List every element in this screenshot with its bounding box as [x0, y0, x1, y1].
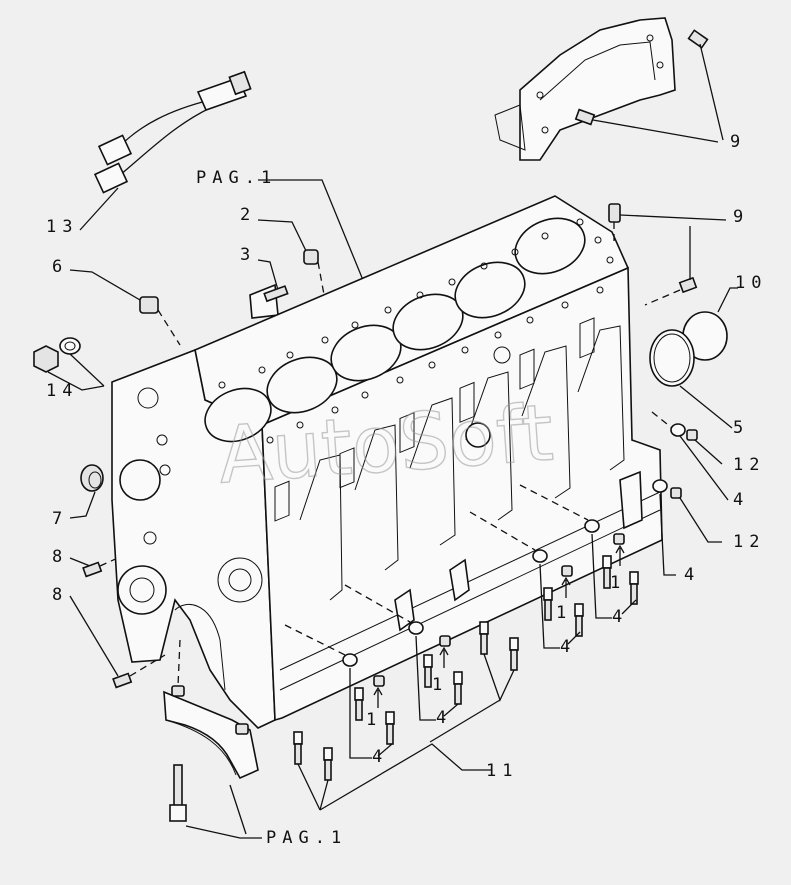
callout-4-right: 4	[733, 490, 749, 510]
plug-and-washer-14	[33, 337, 81, 373]
callout-1-d: 1	[610, 573, 626, 593]
plug-9-upper	[574, 29, 709, 126]
cap-bolt	[169, 764, 187, 822]
callout-9-upper: 9	[730, 132, 746, 152]
seal-ring-5	[649, 329, 695, 387]
callout-1-b: 1	[432, 675, 448, 695]
callout-6: 6	[52, 257, 68, 277]
callout-8-upper: 8	[52, 547, 68, 567]
plug-8-upper	[82, 561, 103, 578]
callout-12-lower: 12	[733, 532, 765, 552]
plug-6	[139, 296, 159, 314]
callout-14: 14	[46, 381, 78, 401]
bracket-3	[249, 283, 289, 319]
callout-10: 10	[735, 273, 767, 293]
plug-8-lower	[112, 672, 133, 689]
callout-5: 5	[733, 418, 749, 438]
plug-7	[80, 464, 104, 492]
main-bearing-bolts	[284, 484, 639, 781]
main-bearing-cap	[163, 685, 259, 780]
callout-1-c: 1	[556, 603, 572, 623]
plug-9-block	[608, 203, 698, 294]
callout-12-upper: 12	[733, 455, 765, 475]
callout-4-e: 4	[684, 565, 700, 585]
callout-13: 13	[46, 217, 78, 237]
callout-4-b: 4	[436, 708, 452, 728]
callout-4-d: 4	[612, 607, 628, 627]
callout-4-c: 4	[560, 637, 576, 657]
callout-7: 7	[52, 509, 68, 529]
callout-9-block: 9	[733, 207, 749, 227]
callout-2: 2	[240, 205, 256, 225]
timing-cover-fragment	[494, 17, 676, 161]
callout-4-a: 4	[372, 747, 388, 767]
engine-block	[111, 195, 663, 729]
plug-2	[303, 249, 319, 265]
callout-3: 3	[240, 245, 256, 265]
callout-1-a: 1	[366, 710, 382, 730]
washer-and-plug-right	[652, 423, 698, 499]
wiring-harness-sensor	[79, 70, 252, 231]
callout-11: 11	[486, 761, 518, 781]
callout-8-lower: 8	[52, 585, 68, 605]
callout-pag1-lower: PAG.1	[266, 828, 347, 848]
callout-pag1-upper: PAG.1	[196, 168, 277, 188]
